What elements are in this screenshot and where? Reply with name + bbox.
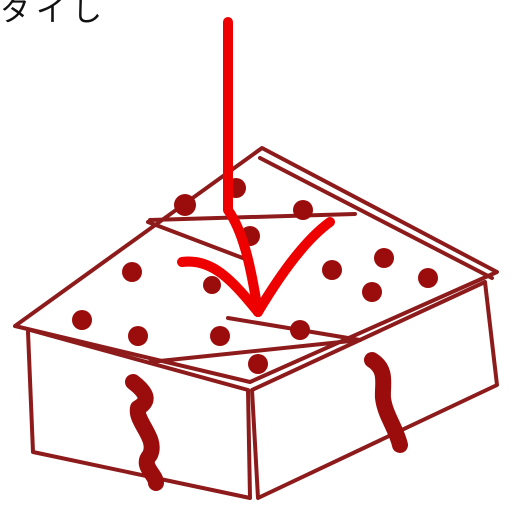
dot: [418, 268, 438, 288]
lid-edge: [258, 156, 494, 280]
dot: [122, 262, 142, 282]
dot: [72, 310, 92, 330]
lid-divider-c: [148, 338, 362, 364]
arrow: [177, 17, 335, 317]
dot: [322, 260, 342, 280]
left-handle: [125, 374, 164, 491]
caption-text: タイし: [0, 0, 108, 29]
arrow-head-right: [253, 217, 335, 317]
dot: [128, 326, 148, 346]
dot: [293, 200, 313, 220]
dot: [374, 248, 394, 268]
lid-divider-a: [148, 212, 357, 222]
arrow-head-left: [177, 256, 263, 317]
dot: [248, 354, 268, 374]
dot: [210, 326, 230, 346]
dot: [290, 320, 310, 340]
dot: [203, 276, 221, 294]
lid-divider-b: [146, 220, 250, 262]
right-handle: [364, 352, 408, 453]
dot: [362, 282, 382, 302]
dot: [174, 194, 196, 216]
front-left-panel: [26, 328, 252, 500]
front-right-panel: [250, 280, 499, 500]
handles: [125, 352, 408, 491]
arrow-shaft: [223, 17, 263, 317]
